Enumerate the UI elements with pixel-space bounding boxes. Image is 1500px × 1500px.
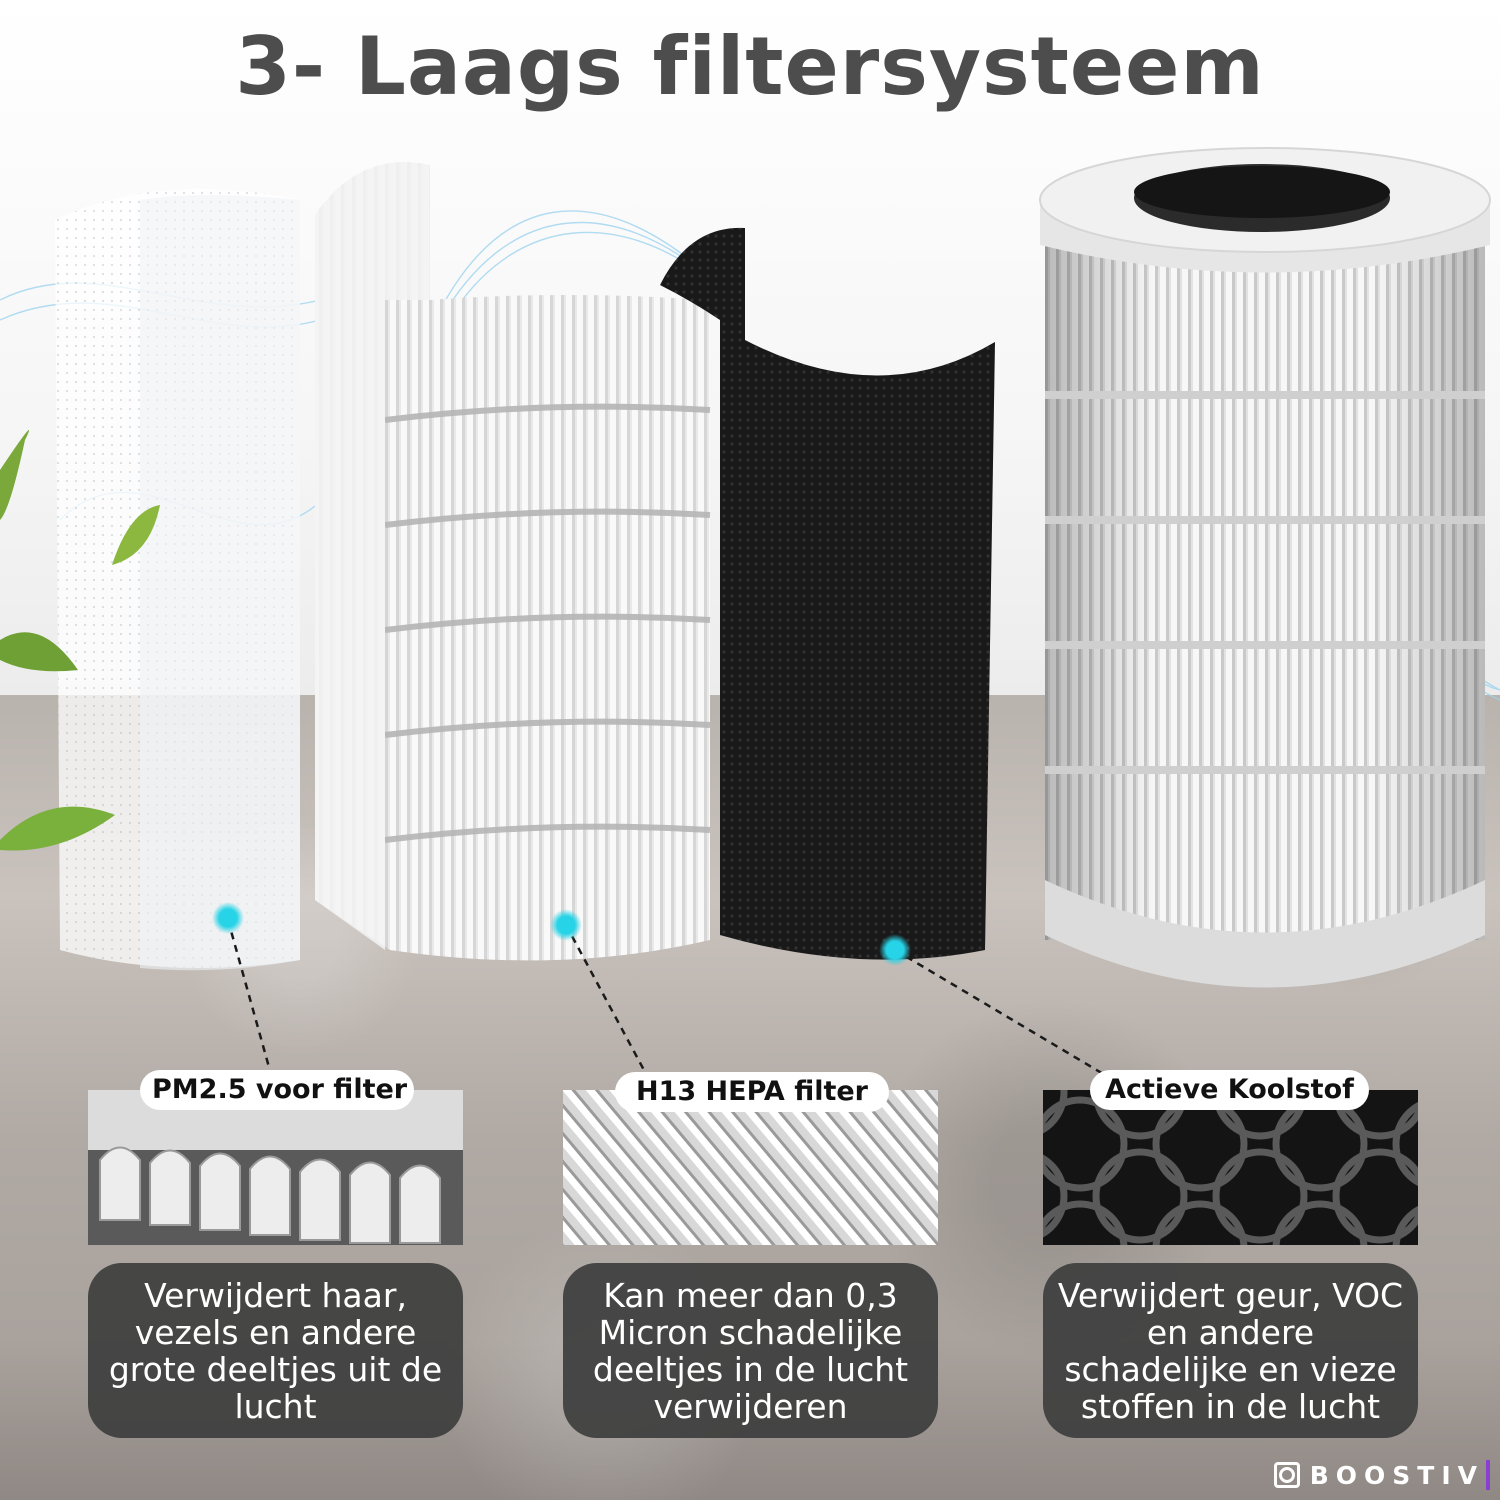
brand-icon [1273,1462,1300,1488]
hepa-closeup-image [563,1090,938,1245]
carbon-closeup-image [1043,1090,1418,1245]
pm25-filter-description: Verwijdert haar, vezels en andere grote … [88,1263,463,1438]
cylinder-filter-illustration [1039,147,1491,988]
brand-name: BOOSTIV [1309,1460,1484,1490]
carbon-filter-illustration [660,227,995,960]
carbon-filter-description: Verwijdert geur, VOC en andere schadelij… [1043,1263,1418,1438]
marker-dot-hepa [550,909,582,941]
hepa-filter-description: Kan meer dan 0,3 Micron schadelijke deel… [563,1263,938,1438]
carbon-filter-label: Actieve Koolstof [1090,1070,1369,1110]
marker-dot-pm25 [212,902,244,934]
marker-dots [212,902,911,966]
leaf-decorations [0,430,160,851]
connector-lines [226,919,1106,1079]
pm25-closeup-image [88,1090,463,1245]
pm25-filter-label: PM2.5 voor filter [140,1070,414,1110]
hepa-filter-label: H13 HEPA filter [615,1072,889,1112]
brand-accent-bar [1486,1460,1490,1490]
brand-logo: BOOSTIV [1273,1458,1490,1492]
marker-dot-carbon [879,934,911,966]
hepa-filter-illustration [315,162,711,961]
page-title: 3- Laags filtersysteem [235,20,1265,113]
pm25-prefilter-illustration [55,188,300,971]
